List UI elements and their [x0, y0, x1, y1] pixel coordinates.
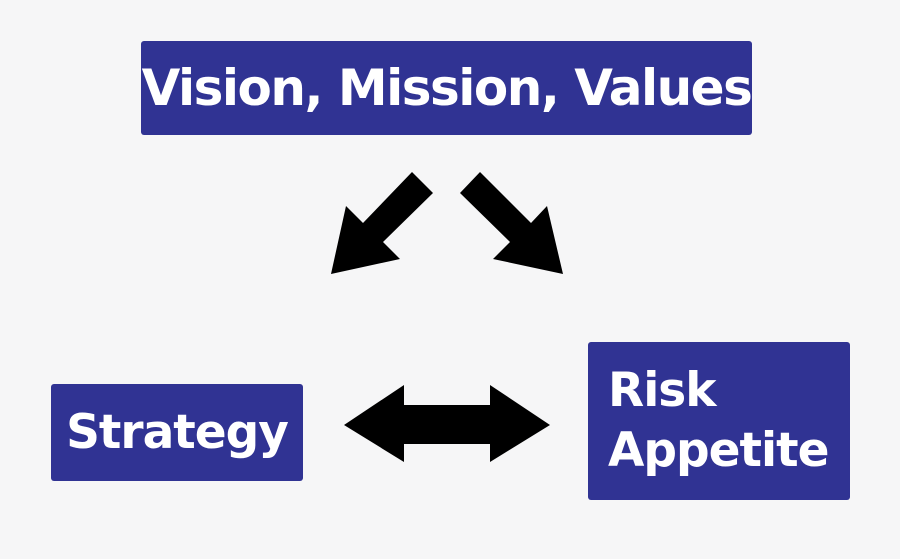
strategy-box: Strategy [51, 384, 303, 481]
risk-appetite-box: Risk Appetite [588, 342, 850, 500]
vision-mission-values-label: Vision, Mission, Values [141, 59, 753, 117]
arrow-to-risk-appetite-icon [460, 172, 563, 274]
arrow-to-strategy-icon [331, 172, 433, 274]
strategy-label: Strategy [66, 405, 289, 460]
risk-appetite-label-line2: Appetite [608, 423, 829, 478]
risk-appetite-label-line1: Risk [608, 363, 717, 418]
vision-mission-values-box: Vision, Mission, Values [141, 41, 753, 135]
double-arrow-icon [344, 385, 550, 462]
